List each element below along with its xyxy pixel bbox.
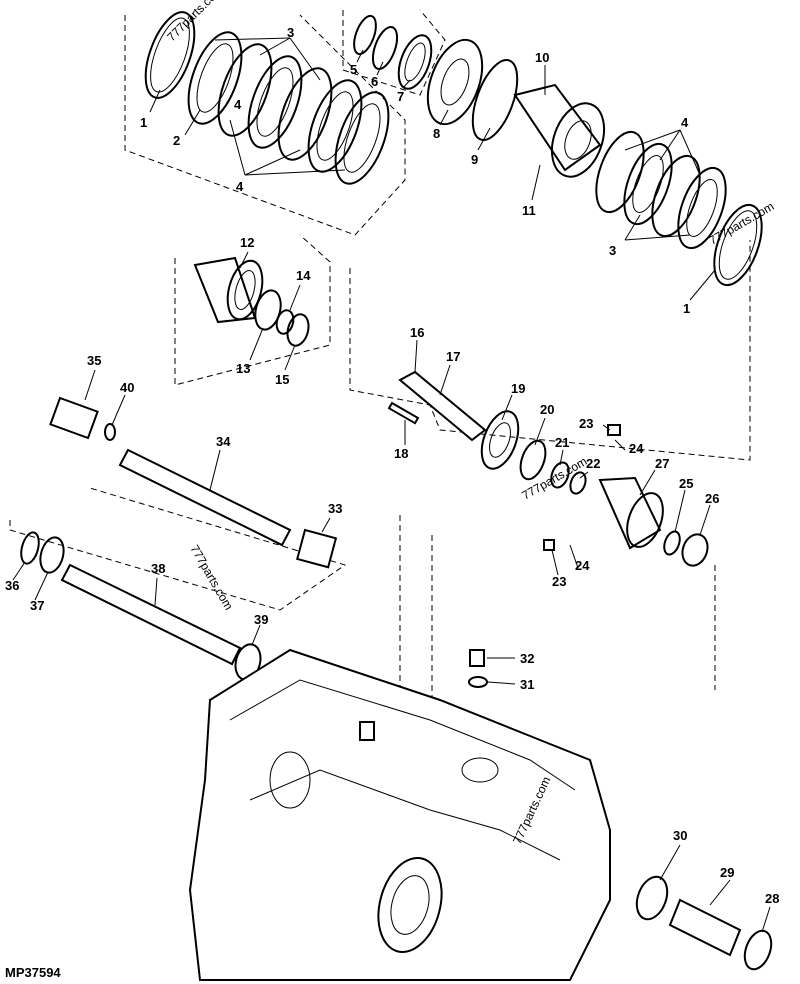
callout-labels: 1 2 3 4 4 5 6 7 8 9 10 11 4 3 1 12 13 14… bbox=[5, 25, 779, 906]
callout-16: 16 bbox=[410, 325, 424, 340]
callout-21: 21 bbox=[555, 435, 569, 450]
callout-34: 34 bbox=[216, 434, 231, 449]
callout-19: 19 bbox=[511, 381, 525, 396]
callout-20: 20 bbox=[540, 402, 554, 417]
callout-17: 17 bbox=[446, 349, 460, 364]
callout-27: 27 bbox=[655, 456, 669, 471]
callout-30: 30 bbox=[673, 828, 687, 843]
callout-10: 10 bbox=[535, 50, 549, 65]
callout-38: 38 bbox=[151, 561, 165, 576]
clutch-pack-right-group bbox=[595, 129, 763, 301]
callout-14: 14 bbox=[296, 268, 311, 283]
callout-18: 18 bbox=[394, 446, 408, 461]
callout-40: 40 bbox=[120, 380, 134, 395]
watermark: 777parts.com bbox=[187, 543, 235, 613]
callout-1: 1 bbox=[140, 115, 147, 130]
callout-26: 26 bbox=[705, 491, 719, 506]
callout-32: 32 bbox=[520, 651, 534, 666]
hub-group bbox=[174, 234, 331, 386]
callout-24: 24 bbox=[629, 441, 644, 456]
shafts-group bbox=[9, 369, 347, 681]
transmission-case bbox=[188, 515, 773, 981]
callout-4: 4 bbox=[236, 179, 244, 194]
callout-33: 33 bbox=[328, 501, 342, 516]
callout-6: 6 bbox=[371, 74, 378, 89]
callout-4: 4 bbox=[234, 97, 242, 112]
callout-36: 36 bbox=[5, 578, 19, 593]
callout-8: 8 bbox=[433, 126, 440, 141]
figure-reference: MP37594 bbox=[5, 965, 61, 980]
callout-12: 12 bbox=[240, 235, 254, 250]
callout-31: 31 bbox=[520, 677, 534, 692]
callout-23: 23 bbox=[579, 416, 593, 431]
callout-15: 15 bbox=[275, 372, 289, 387]
callout-1: 1 bbox=[683, 301, 690, 316]
callout-35: 35 bbox=[87, 353, 101, 368]
piston-group bbox=[342, 9, 606, 201]
callout-22: 22 bbox=[586, 456, 600, 471]
callout-24: 24 bbox=[575, 558, 590, 573]
callout-25: 25 bbox=[679, 476, 693, 491]
shaft-group bbox=[349, 240, 751, 576]
callout-29: 29 bbox=[720, 865, 734, 880]
callout-39: 39 bbox=[254, 612, 268, 627]
clutch-pack-group bbox=[124, 11, 406, 236]
callout-23: 23 bbox=[552, 574, 566, 589]
callout-3: 3 bbox=[609, 243, 616, 258]
callout-2: 2 bbox=[173, 133, 180, 148]
callout-37: 37 bbox=[30, 598, 44, 613]
callout-28: 28 bbox=[765, 891, 779, 906]
callout-9: 9 bbox=[471, 152, 478, 167]
callout-4: 4 bbox=[681, 115, 689, 130]
callout-5: 5 bbox=[350, 62, 357, 77]
callout-11: 11 bbox=[522, 203, 536, 218]
callout-13: 13 bbox=[236, 361, 250, 376]
callout-3: 3 bbox=[287, 25, 294, 40]
callout-7: 7 bbox=[397, 89, 404, 104]
